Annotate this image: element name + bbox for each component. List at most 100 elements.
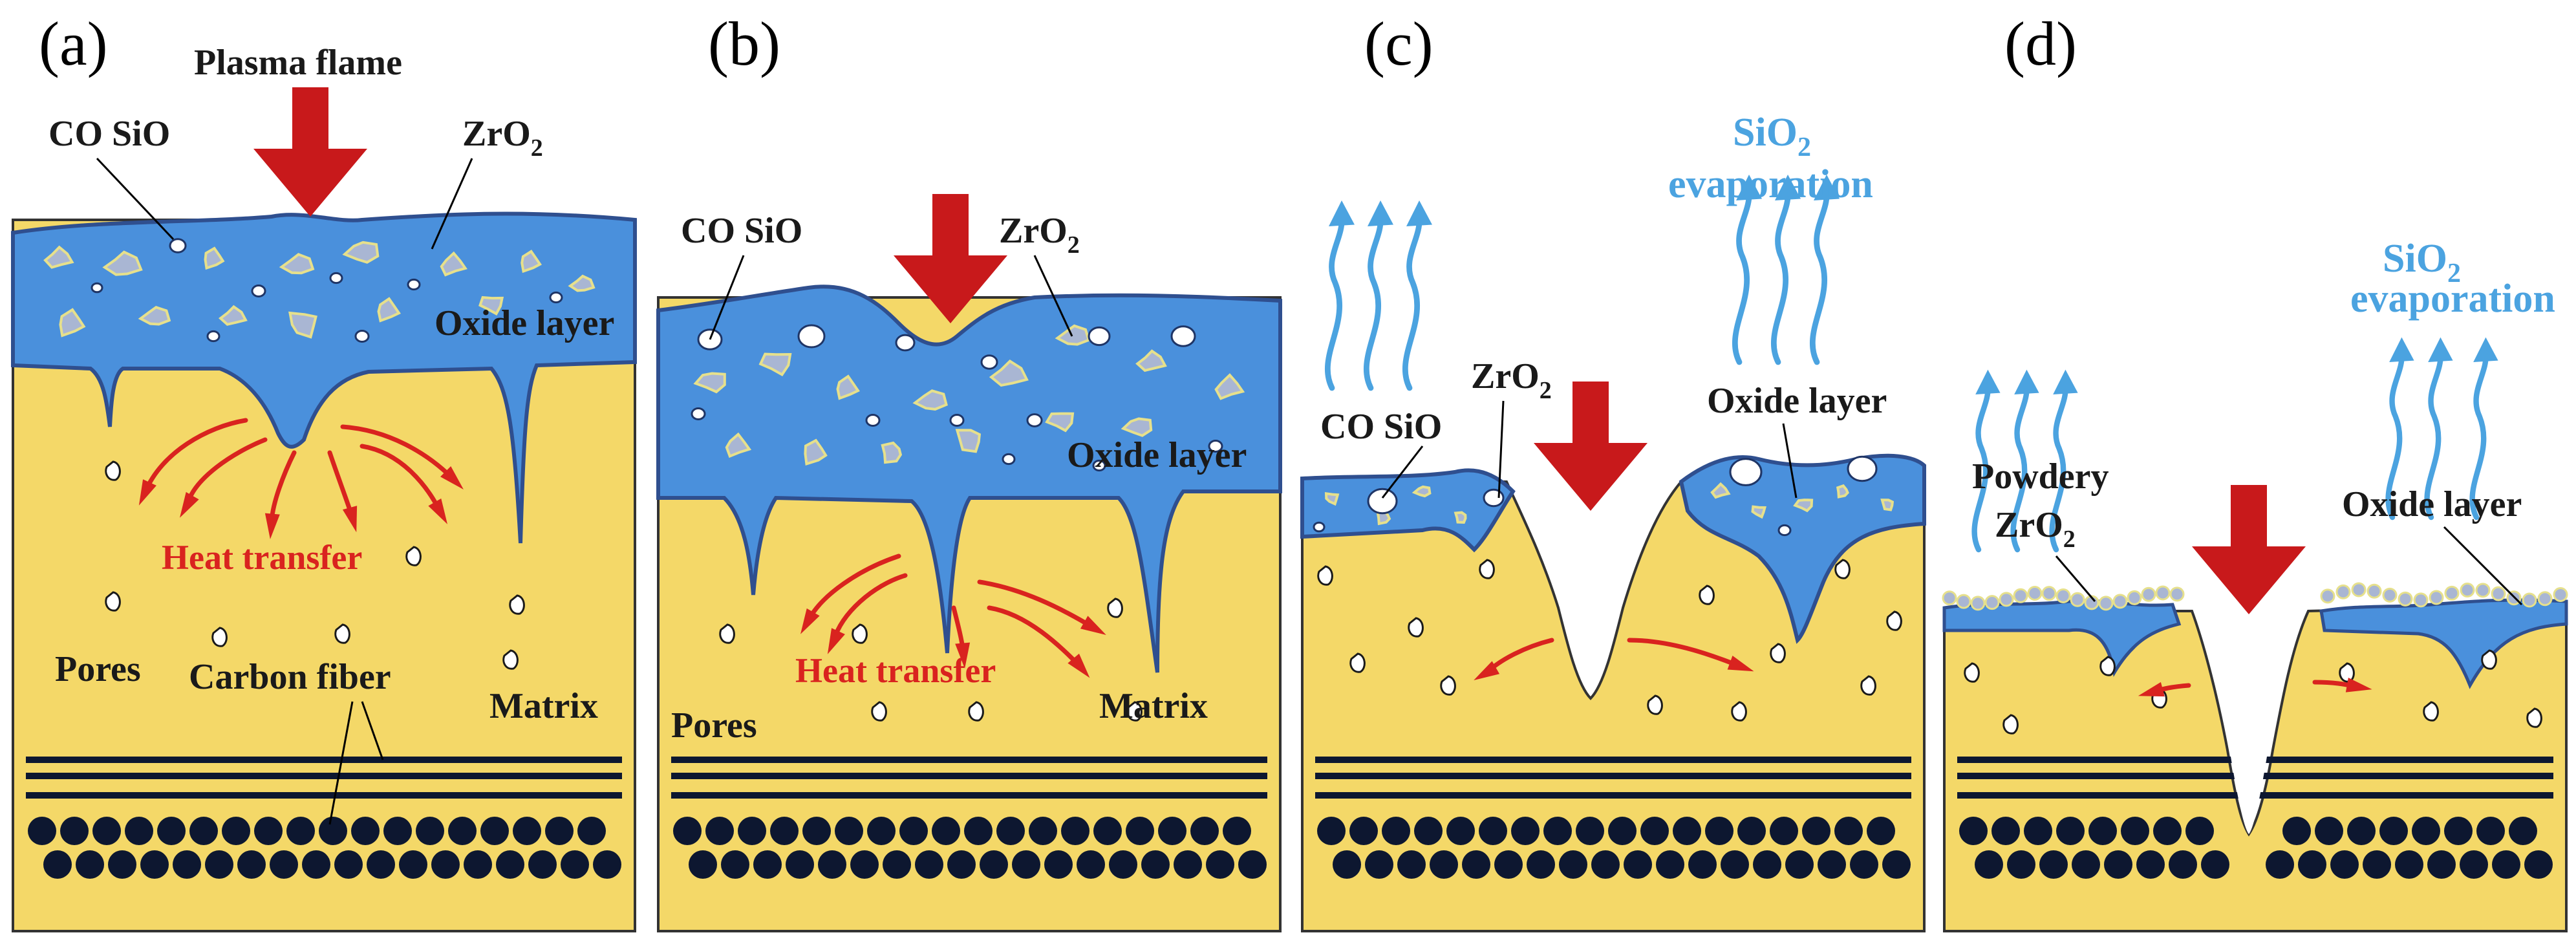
fiber-circle-icon [964, 817, 993, 845]
heat-flow-arrow-tip [342, 506, 358, 533]
fiber-circle-icon [1705, 817, 1733, 845]
fiber-circle-icon [1591, 850, 1620, 879]
fiber-circle-icon [2088, 817, 2117, 845]
gas-bubble-icon [1092, 459, 1106, 472]
fiber-circle-icon [1673, 817, 1701, 845]
evaporation-arrows [1324, 175, 2498, 553]
pores-label: Pores [55, 649, 141, 689]
fiber-circle-icon [367, 850, 395, 879]
oxide-layer-label: Oxide layer [1067, 435, 1247, 475]
evaporation-arrow-icon [1971, 369, 2001, 553]
gas-bubble-icon [1170, 325, 1196, 347]
pore-icon [502, 649, 519, 670]
gas-bubble-icon [1483, 488, 1505, 508]
fiber-circle-icon [1867, 817, 1895, 845]
fiber-circle-icon [2039, 850, 2068, 879]
fiber-circle-icon [43, 850, 72, 879]
co-sio-label: CO SiO [1320, 407, 1442, 447]
fiber-circle-icon [721, 850, 749, 879]
fiber-circle-icon [2185, 817, 2214, 845]
fiber-circle-icon [996, 817, 1025, 845]
zro2-particle-icon [2127, 590, 2142, 605]
zro2-particle-icon [2351, 582, 2367, 597]
oxide-layer [656, 285, 1282, 673]
heat-flow-arrow-tip [800, 608, 820, 634]
fiber-circle-icon [899, 817, 928, 845]
fiber-circle-icon [1721, 850, 1749, 879]
zro2-particle-icon [2460, 583, 2475, 598]
zro2-particle-icon [758, 352, 792, 377]
fiber-circle-icon [1737, 817, 1766, 845]
zro2-particle-icon [2475, 583, 2491, 598]
oxide-layer-label: Oxide layer [1707, 381, 1887, 421]
zro2-particle-icon [912, 389, 948, 411]
pore-icon [2099, 656, 2116, 676]
zro2-particle-icon [2041, 586, 2057, 601]
panel-a [11, 87, 637, 932]
fiber-circle-icon [528, 850, 557, 879]
zro2-particle-icon [1942, 590, 1957, 606]
fiber-circle-icon [60, 817, 89, 845]
gas-bubble-icon [1088, 326, 1111, 347]
fiber-circle-icon [2136, 850, 2165, 879]
fiber-circle-icon [2282, 817, 2311, 845]
fiber-circle-icon [1688, 850, 1717, 879]
matrix-block [1301, 464, 1926, 932]
heat-flow-arrow-icon [143, 418, 248, 494]
zro2-particle-icon [2444, 585, 2460, 601]
zro2-particle-icon [43, 245, 74, 269]
pore-icon [968, 701, 984, 722]
fiber-circle-icon [1174, 850, 1202, 879]
zro2-particle-icon [59, 308, 86, 338]
heat-flow-arrow-tip [1068, 653, 1090, 678]
gas-bubble-icon [407, 278, 421, 291]
zro2-particle-icon [989, 359, 1029, 387]
pore-icon [1770, 643, 1786, 663]
fiber-circle-icon [2330, 850, 2359, 879]
heat-flow-arrow-icon [977, 579, 1095, 630]
fiber-circle-icon [2201, 850, 2229, 879]
zro2-particle-icon [2382, 587, 2398, 603]
heat-flow-arrow-icon [360, 444, 442, 513]
zro2-particle-icon [1999, 592, 2014, 607]
carbon-fiber-layers [26, 757, 2553, 879]
fiber-circle-icon [464, 850, 492, 879]
pore-icon [1886, 610, 1902, 631]
fiber-circle-icon [1462, 850, 1490, 879]
fiber-circle-icon [125, 817, 153, 845]
zro2-particle-icon [1411, 485, 1432, 498]
fiber-circle-icon [2169, 850, 2197, 879]
fiber-circle-icon [2509, 817, 2537, 845]
fiber-circle-icon [1479, 817, 1507, 845]
leader-line [431, 158, 473, 250]
zro2-particle-icon [881, 441, 903, 464]
fiber-circle-icon [1882, 850, 1911, 879]
heat-flow-arrow-tip [1727, 655, 1754, 672]
zro2-particle-icon [1970, 596, 1986, 611]
sio2-label: SiO2 [1733, 111, 1811, 162]
fiber-circle-icon [2395, 850, 2423, 879]
evaporation-arrow-icon [1324, 200, 1355, 391]
fiber-circle-icon [399, 850, 427, 879]
fiber-circle-icon [351, 817, 380, 845]
fiber-circle-icon [1044, 850, 1073, 879]
panel-a-label: (a) [39, 9, 108, 78]
fiber-circle-icon [1753, 850, 1781, 879]
zro2-particle-icon [218, 305, 248, 326]
gas-bubble-icon [354, 330, 370, 343]
fiber-circle-icon [1818, 850, 1846, 879]
zro2-particle-icon [2522, 592, 2537, 608]
zro2-particle-icon [1214, 373, 1245, 400]
fiber-circle-icon [818, 850, 846, 879]
heat-flow-arrow-tip [2345, 678, 2372, 693]
pore-icon [852, 623, 868, 644]
fiber-circle-icon [802, 817, 831, 845]
fiber-circle-icon [237, 850, 266, 879]
fiber-circle-icon [1333, 850, 1361, 879]
fiber-circle-icon [1850, 850, 1878, 879]
fiber-circle-icon [2460, 850, 2488, 879]
zro2-particle-icon [2169, 586, 2185, 602]
gas-bubble-icon [1002, 453, 1016, 466]
pore-icon [405, 546, 422, 566]
fiber-circle-icon [1656, 850, 1684, 879]
